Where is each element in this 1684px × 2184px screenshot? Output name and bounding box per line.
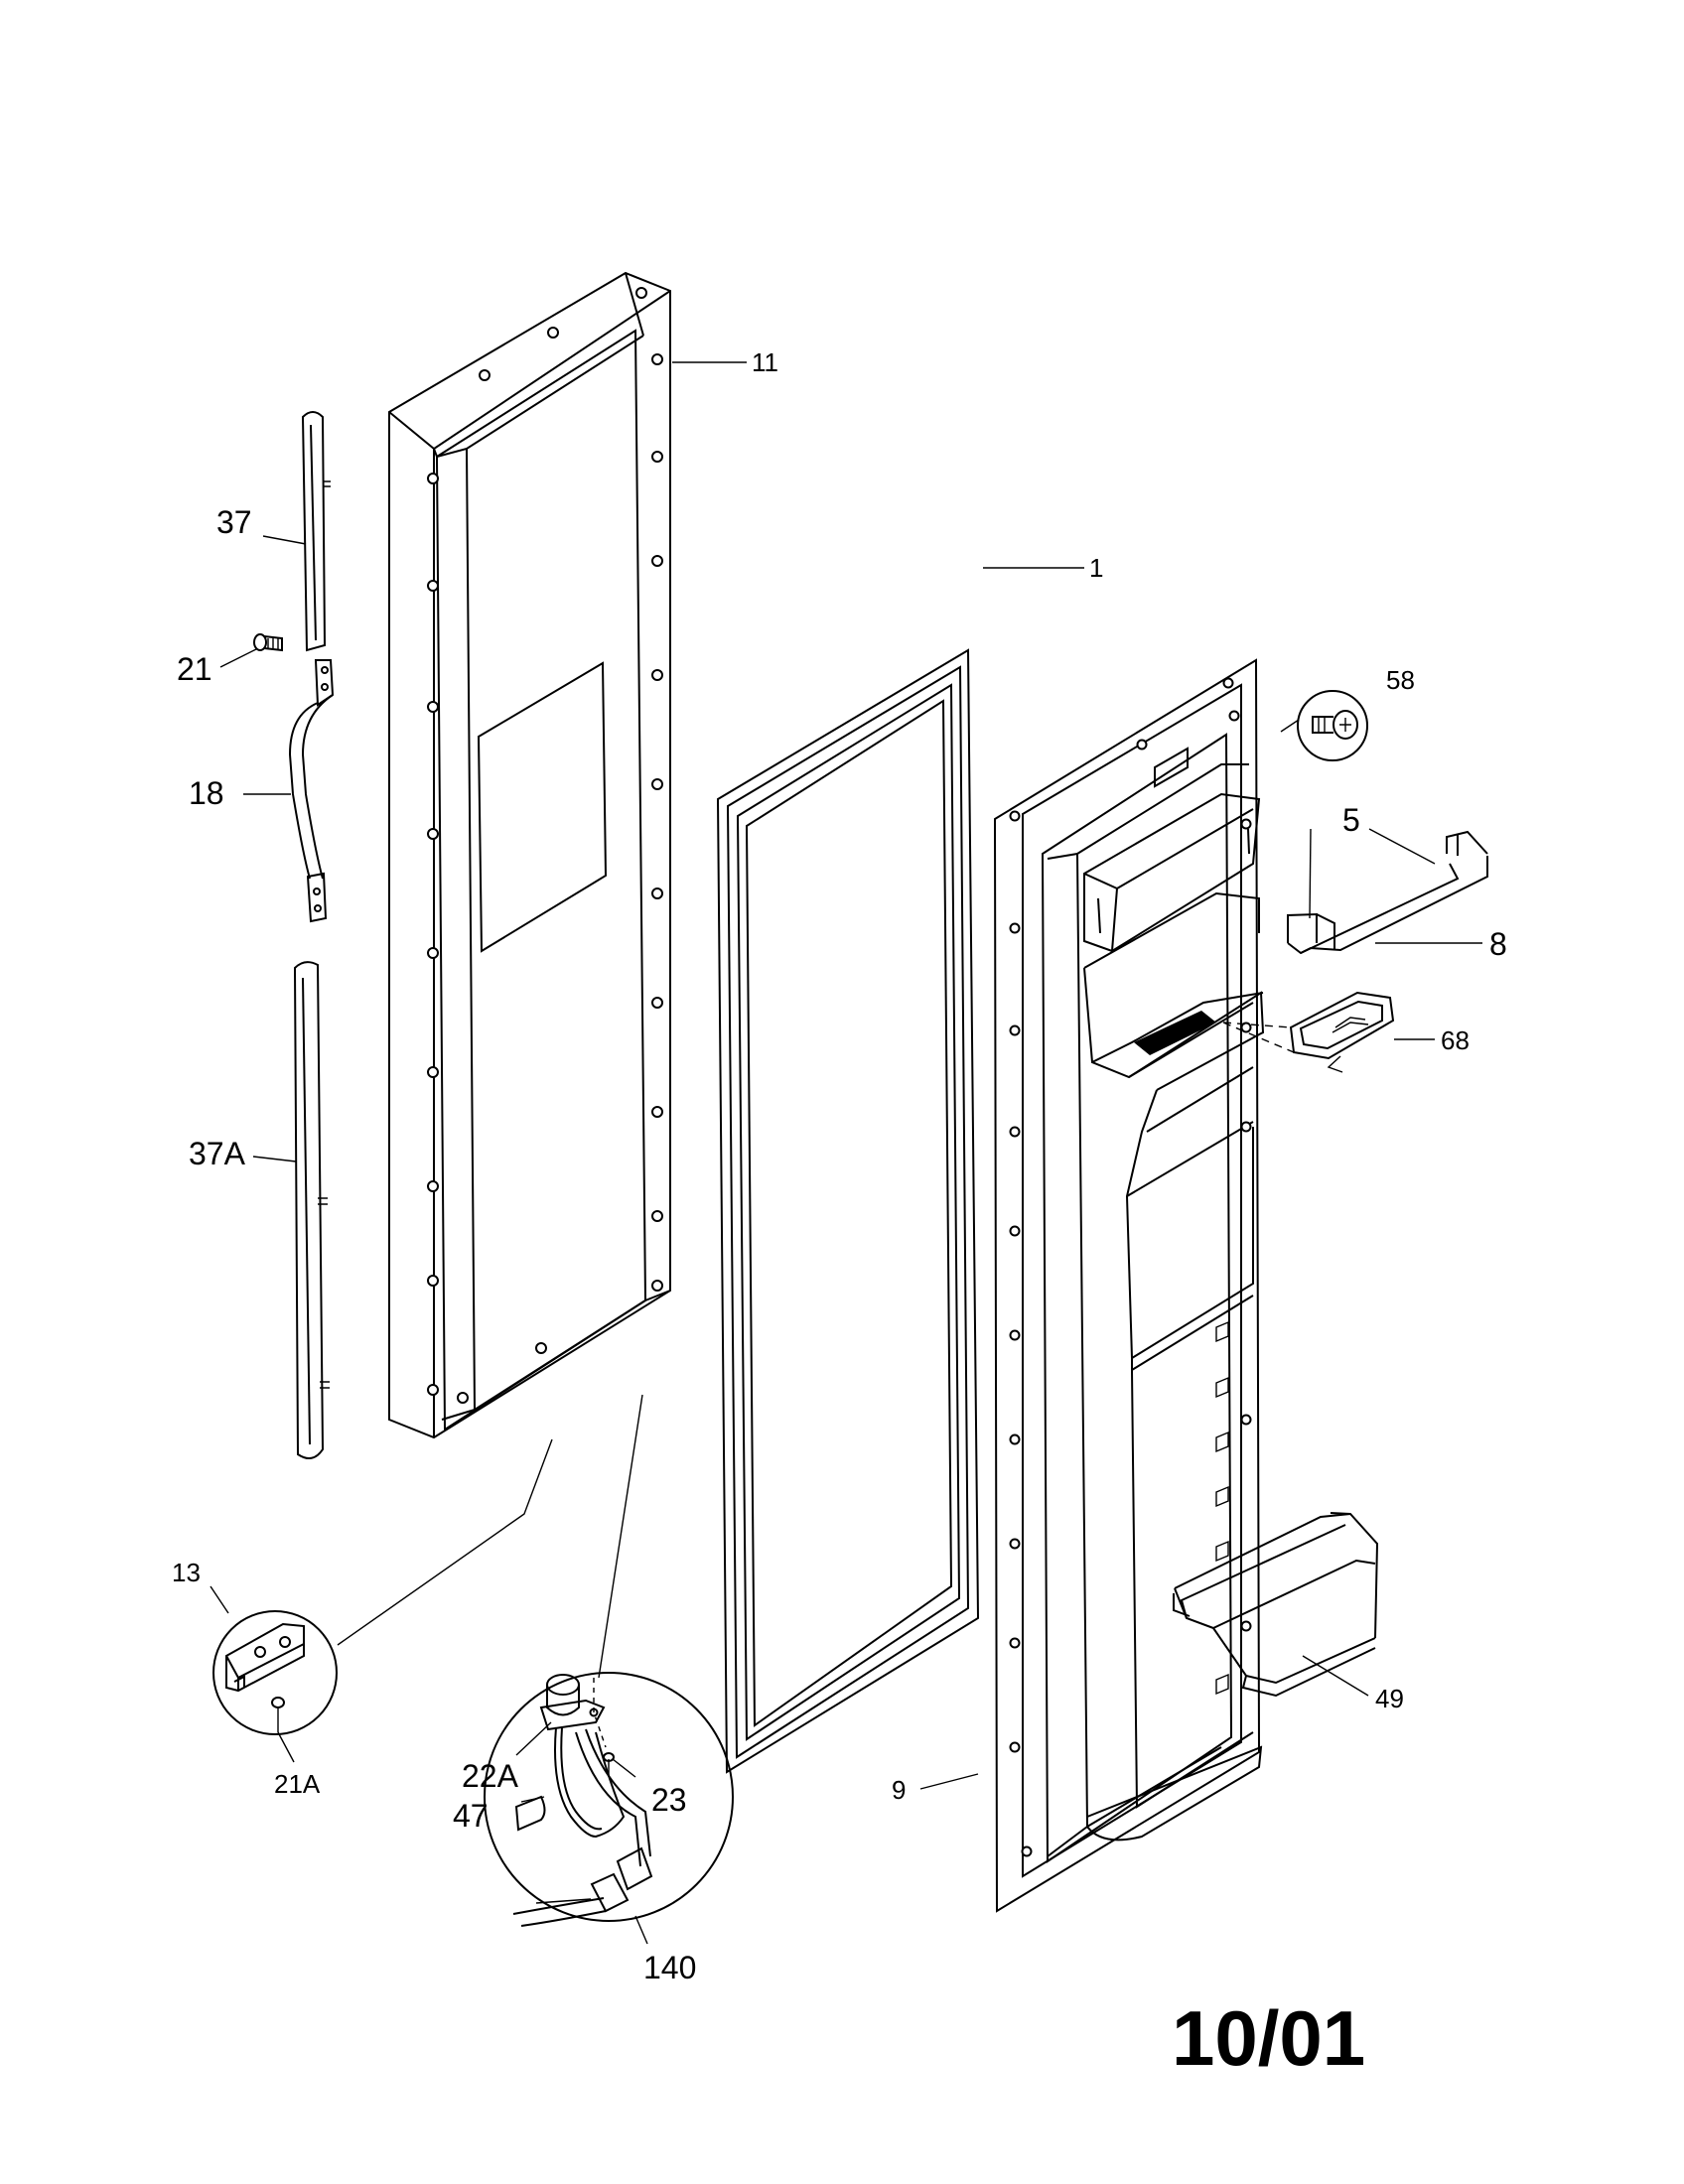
label-58: 58 [1386, 665, 1415, 695]
part-68-dispenser-pad [1222, 991, 1395, 1073]
label-9: 9 [892, 1775, 906, 1805]
part-37a-handle-trim-lower [293, 961, 330, 1459]
label-1: 1 [1089, 553, 1103, 583]
frame-screw-holes [427, 287, 663, 1404]
part-18-door-handle [288, 659, 335, 923]
shelf-retainer-tabs [1215, 1320, 1229, 1696]
label-13: 13 [172, 1558, 201, 1587]
label-18: 18 [189, 775, 224, 811]
label-47: 47 [453, 1798, 489, 1834]
label-37a: 37A [189, 1136, 246, 1171]
label-21: 21 [177, 651, 212, 687]
label-23: 23 [651, 1782, 687, 1818]
label-68: 68 [1441, 1025, 1470, 1055]
part-58-screw-callout [1297, 690, 1368, 761]
liner-screw-holes [1009, 677, 1252, 1857]
part-9-door-liner [993, 658, 1265, 1913]
part-11-door-frame [388, 271, 671, 1439]
revision-date: 10/01 [1172, 1994, 1365, 2082]
label-22a: 22A [462, 1758, 519, 1794]
part-21-screw [253, 633, 283, 652]
part-37-handle-trim-upper [301, 411, 331, 652]
part-8-door-shelf [1287, 830, 1488, 955]
label-140: 140 [643, 1950, 696, 1985]
label-21a: 21A [274, 1769, 321, 1799]
label-11: 11 [752, 347, 778, 377]
part-1-door-gasket [716, 648, 980, 1774]
leader-lines [219, 361, 1482, 1790]
label-5: 5 [1342, 802, 1360, 838]
label-37: 37 [216, 504, 252, 540]
part-49-door-bin [1173, 1512, 1379, 1698]
thermistor-assembly-callout [484, 1672, 734, 1945]
part-13-bracket-callout [210, 1585, 338, 1763]
callout-labels: 11 1 37 21 18 37A 13 21A 22A 47 23 140 5… [172, 347, 1507, 1985]
label-8: 8 [1489, 926, 1507, 962]
label-49: 49 [1375, 1684, 1404, 1713]
